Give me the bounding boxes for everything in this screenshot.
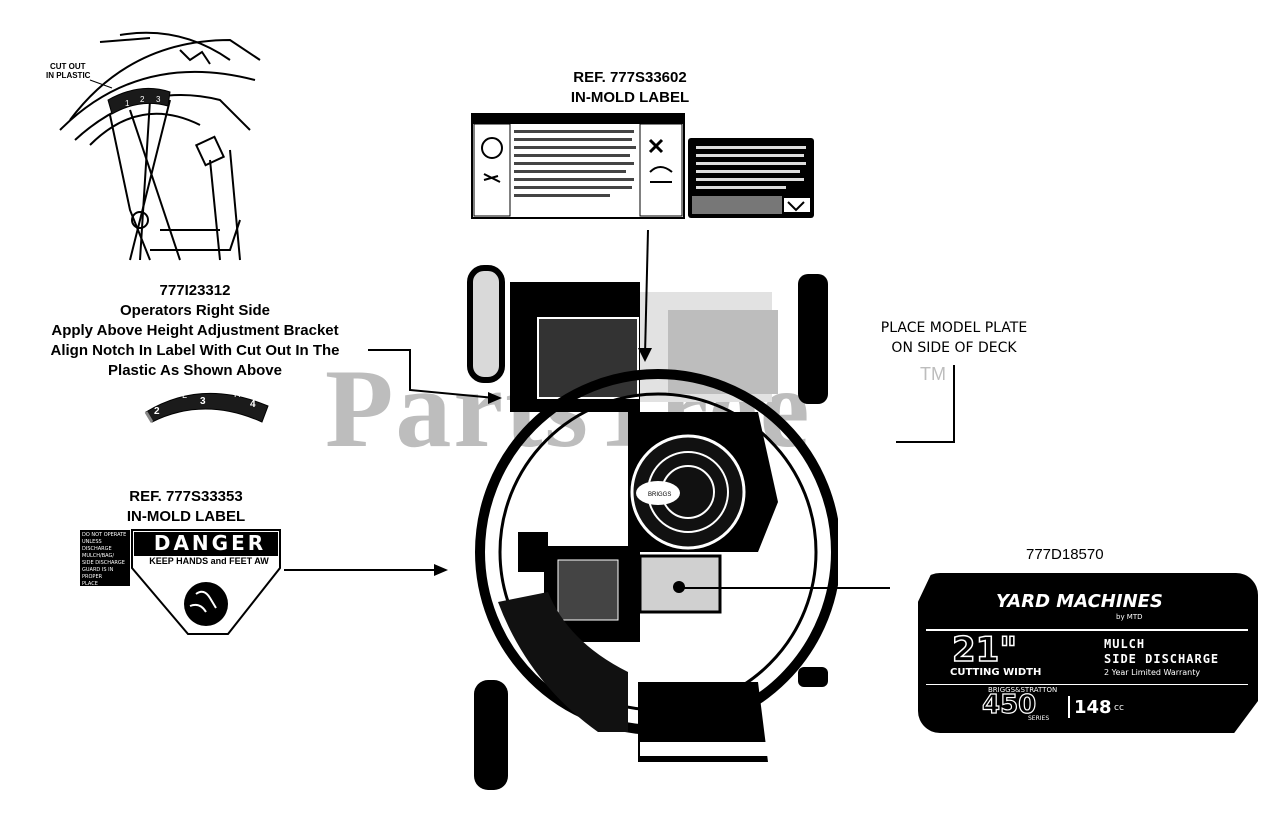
callout-777s33353: REF. 777S33353 IN-MOLD LABEL <box>96 487 276 527</box>
callout-777i23312-line-3: Apply Above Height Adjustment Bracket <box>51 322 339 339</box>
height-adjustment-label: 2 L 3 H 4 <box>144 389 269 423</box>
displacement-unit: cc <box>1114 703 1124 713</box>
engine-series: 450 <box>981 690 1037 720</box>
callout-777i23312-line-4: Align Notch In Label With Cut Out In The <box>50 342 340 359</box>
cutting-width-label: CUTTING WIDTH <box>950 667 1042 678</box>
cutout-label-line-2: IN PLASTIC <box>46 71 91 80</box>
callout-model-plate: PLACE MODEL PLATE ON SIDE OF DECK <box>868 318 1040 358</box>
engine-brand: BRIGGS&STRATTON <box>988 686 1058 694</box>
danger-subtext: KEEP HANDS and FEET AW <box>149 556 269 566</box>
height-pos-3: 3 <box>200 396 206 407</box>
decal-divider-2 <box>926 684 1248 685</box>
callout-777i23312: 777I23312 Operators Right Side Apply Abo… <box>20 281 370 381</box>
danger-side-text: DO NOT OPERATE UNLESS DISCHARGE MULCH/BA… <box>82 532 130 588</box>
warning-in-mold-decal <box>471 113 814 219</box>
height-pos-4: 4 <box>250 399 256 410</box>
cutout-label-line-1: CUT OUT <box>50 62 86 71</box>
brand-sub: by MTD <box>1116 613 1143 621</box>
cutout-label: CUT OUT IN PLASTIC <box>46 62 90 80</box>
engine-separator <box>1068 696 1070 718</box>
ref-777s33602: REF. 777S33602 <box>573 69 687 86</box>
warranty-text: 2 Year Limited Warranty <box>1104 668 1201 677</box>
in-mold-label-text-2: IN-MOLD LABEL <box>126 508 246 525</box>
part-number-777i23312: 777I23312 <box>159 282 231 299</box>
height-pos-2: 2 <box>154 406 160 417</box>
bracket-pos-3: 3 <box>156 95 161 104</box>
in-mold-label-text: IN-MOLD LABEL <box>570 89 690 106</box>
part-number-777d18570: 777D18570 <box>1026 546 1104 563</box>
displacement-value: 148 <box>1074 697 1112 718</box>
danger-heading: DANGER <box>153 531 267 555</box>
feature-mulch: MULCH <box>1104 637 1146 651</box>
danger-decal-shape <box>80 529 281 635</box>
danger-side-line-6: PROPER <box>82 574 103 580</box>
decal-divider <box>926 629 1248 631</box>
danger-decal: DANGER KEEP HANDS and FEET AW DO NOT OPE… <box>78 528 282 638</box>
bracket-pos-2: 2 <box>140 95 145 104</box>
callout-777s33602: REF. 777S33602 IN-MOLD LABEL <box>540 68 720 108</box>
cutting-size: 21" <box>951 630 1018 670</box>
engine-badge-text: BRIGGS <box>648 492 671 498</box>
callout-777i23312-line-5: Plastic As Shown Above <box>108 362 282 379</box>
danger-side-line-1: DO NOT OPERATE <box>82 532 127 538</box>
model-plate-line-1: PLACE MODEL PLATE <box>880 320 1028 336</box>
brand-name: YARD MACHINES <box>996 591 1163 612</box>
danger-side-line-4: SIDE DISCHARGE <box>82 560 125 566</box>
series-label: SERIES <box>1028 715 1050 722</box>
height-bracket-detail-drawing: 1 2 3 <box>59 31 261 261</box>
danger-side-line-3: MULCH/BAG/ <box>82 553 115 559</box>
bracket-pos-1: 1 <box>125 99 130 108</box>
height-pos-l: L <box>182 390 187 400</box>
yard-machines-model-decal: YARD MACHINES by MTD 21" CUTTING WIDTH M… <box>918 573 1258 733</box>
ref-777s33353: REF. 777S33353 <box>129 488 243 505</box>
danger-side-line-7: PLACE <box>82 581 98 587</box>
danger-side-line-2: UNLESS DISCHARGE <box>82 539 112 552</box>
feature-side-discharge: SIDE DISCHARGE <box>1104 652 1220 666</box>
mower-deck-top-view: BRIGGS <box>467 265 838 790</box>
callout-777i23312-line-2: Operators Right Side <box>119 302 271 319</box>
model-plate-line-2: ON SIDE OF DECK <box>891 340 1017 356</box>
watermark-tm: TM <box>920 364 946 384</box>
danger-side-line-5: GUARD IS IN <box>82 567 114 573</box>
height-pos-h: H <box>234 389 241 399</box>
